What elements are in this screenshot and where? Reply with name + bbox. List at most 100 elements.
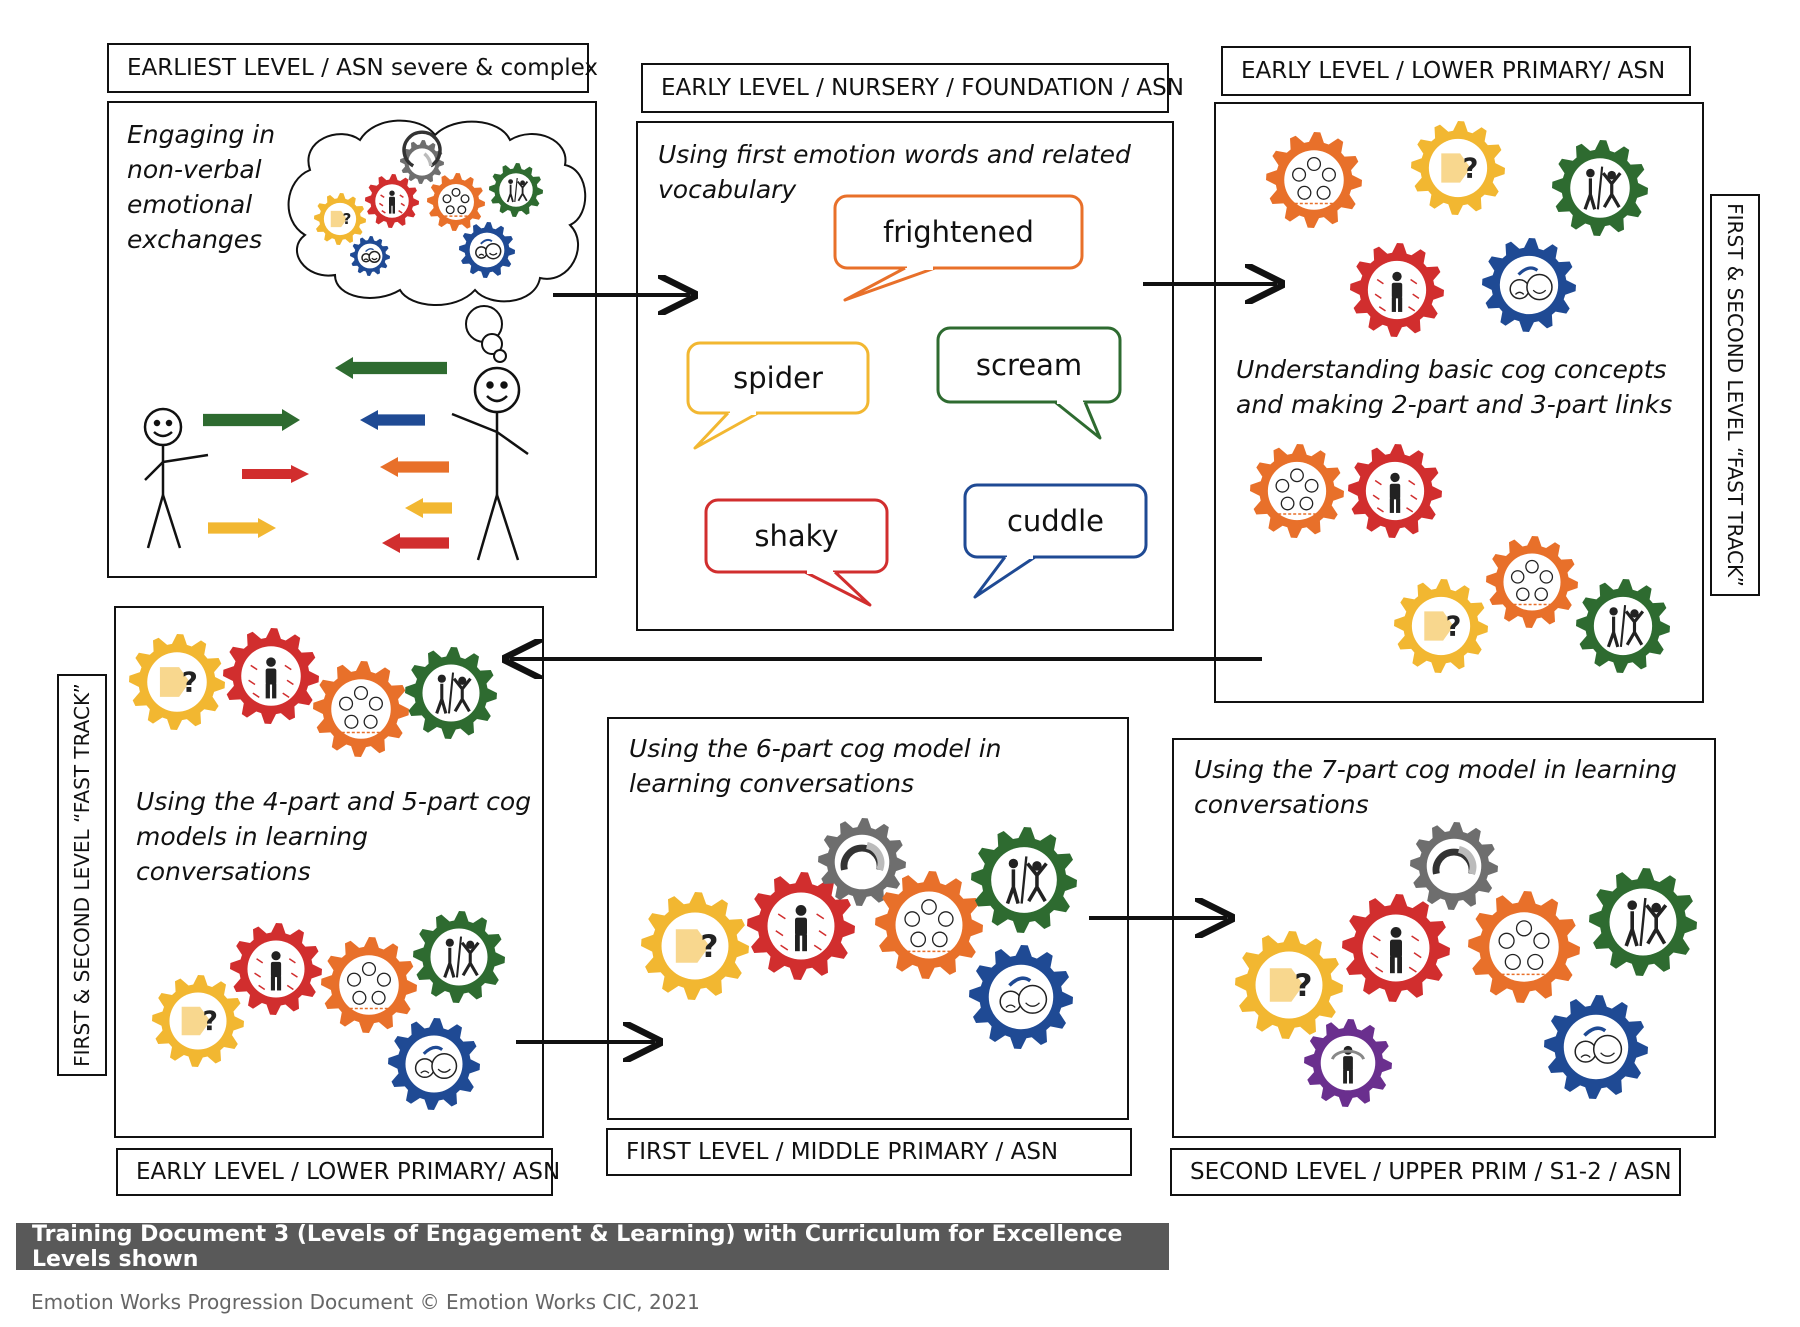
feelings-icon (427, 173, 485, 231)
desc-line: and making 2-part and 3-part links (1236, 390, 1673, 419)
desc-line: conversations (136, 857, 311, 886)
desc-line: vocabulary (658, 175, 797, 204)
exchange-arrows (203, 357, 452, 553)
bubble-word: frightened (883, 215, 1034, 249)
desc-line: learning conversations (629, 769, 914, 798)
think-icon: ? (129, 634, 225, 730)
stick-figure-large (451, 366, 529, 561)
behaviour-icon (405, 647, 497, 739)
speech-bubble-frightened: frightened (833, 194, 1084, 302)
question-glyph: ? (343, 210, 352, 228)
think-icon: ? (314, 193, 366, 245)
bubble-word: scream (976, 348, 1082, 382)
regulation-icon (350, 236, 390, 276)
desc-line: Using the 7-part cog model in learning (1194, 755, 1677, 784)
body-icon (1350, 243, 1444, 337)
behaviour-icon (413, 911, 505, 1003)
speech-bubble-shaky: shaky (704, 498, 889, 607)
level-label-early-lower-primary-2: EARLY LEVEL / LOWER PRIMARY/ ASN (116, 1148, 560, 1196)
exchange-arrow (380, 457, 449, 477)
desc-line: emotional (127, 190, 253, 219)
question-glyph: ? (1463, 153, 1479, 184)
body-icon (365, 174, 419, 228)
body-turn-icon (1304, 1019, 1392, 1107)
question-glyph: ? (1446, 611, 1462, 642)
exchange-arrow (203, 409, 300, 431)
speech-bubble-cuddle: cuddle (963, 483, 1148, 599)
feelings-icon (1250, 444, 1344, 538)
regulation-icon (969, 945, 1073, 1049)
think-icon: ? (1411, 121, 1505, 215)
speech-bubble-scream: scream (936, 326, 1122, 440)
desc-line: Understanding basic cog concepts (1236, 355, 1667, 384)
behaviour-icon (1589, 868, 1697, 976)
panel-early-nursery-description: Using first emotion words and related vo… (658, 137, 1131, 207)
question-glyph: ? (203, 1006, 218, 1037)
think-icon: ? (641, 892, 749, 1000)
panel-six-part-description: Using the 6-part cog model in learning c… (629, 731, 1002, 801)
think-icon: ? (1394, 579, 1488, 673)
speech-bubbles: frightened spider scream shaky cuddle (686, 194, 1148, 607)
think-icon: ? (152, 975, 244, 1067)
exchange-arrow (208, 518, 276, 538)
regulation-icon (1544, 995, 1648, 1099)
feelings-icon (321, 937, 417, 1033)
speech-bubble-spider: spider (686, 341, 870, 450)
intensity-icon (400, 130, 444, 184)
feelings-icon (875, 871, 983, 979)
exchange-arrow (360, 410, 425, 430)
behaviour-icon (971, 827, 1077, 933)
question-glyph: ? (182, 666, 198, 699)
panel-early-lower-primary-description: Understanding basic cog concepts and mak… (1236, 352, 1672, 422)
desc-line: conversations (1194, 790, 1369, 819)
intensity-icon (1410, 822, 1498, 910)
desc-line: Engaging in (127, 120, 276, 149)
desc-line: exchanges (127, 225, 263, 254)
desc-line: models in learning (136, 822, 368, 851)
feelings-icon (1468, 891, 1580, 1003)
behaviour-icon (489, 163, 543, 217)
panel-seven-part-description: Using the 7-part cog model in learning c… (1194, 752, 1677, 822)
regulation-icon (459, 222, 515, 278)
feelings-icon (1486, 536, 1578, 628)
bubble-word: shaky (754, 519, 838, 553)
desc-line: Using the 4-part and 5-part cog (136, 787, 532, 816)
desc-line: non-verbal (127, 155, 262, 184)
intensity-icon (818, 818, 906, 906)
bubble-word: cuddle (1007, 504, 1104, 538)
level-label-earliest: EARLIEST LEVEL / ASN severe & complex (107, 43, 598, 93)
cog-groups: ??????? (129, 121, 1697, 1110)
panel-earliest-description: Engaging in non-verbal emotional exchang… (127, 117, 275, 257)
body-icon (747, 872, 855, 980)
feelings-icon (1266, 132, 1362, 228)
body-icon (230, 923, 322, 1015)
regulation-icon (388, 1018, 480, 1110)
fast-track-label-right: FIRST & SECOND LEVEL “FAST TRACK” (1710, 194, 1760, 596)
exchange-arrow (382, 533, 449, 553)
level-label-early-nursery: EARLY LEVEL / NURSERY / FOUNDATION / ASN (641, 63, 1184, 113)
bubble-word: spider (733, 361, 823, 395)
exchange-arrow (405, 498, 452, 518)
behaviour-icon (1576, 579, 1670, 673)
level-label-early-lower-primary: EARLY LEVEL / LOWER PRIMARY/ ASN (1221, 46, 1691, 96)
desc-line: Using the 6-part cog model in (629, 734, 1002, 763)
exchange-arrow (242, 465, 309, 483)
body-icon (1348, 444, 1442, 538)
question-glyph: ? (1294, 968, 1312, 1004)
desc-line: Using first emotion words and related (658, 140, 1131, 169)
regulation-icon (1482, 238, 1576, 332)
feelings-icon (313, 661, 409, 757)
think-icon: ? (1235, 931, 1343, 1039)
body-icon (223, 628, 319, 724)
stick-figure-small (143, 407, 209, 549)
behaviour-icon (1552, 140, 1648, 236)
level-label-second-level: SECOND LEVEL / UPPER PRIM / S1-2 / ASN (1170, 1148, 1681, 1196)
copyright-footer: Emotion Works Progression Document © Emo… (31, 1290, 700, 1314)
fast-track-label-left: FIRST & SECOND LEVEL “FAST TRACK” (57, 674, 107, 1076)
question-glyph: ? (700, 929, 718, 965)
panel-four-five-part-description: Using the 4-part and 5-part cog models i… (136, 784, 531, 889)
document-banner: Training Document 3 (Levels of Engagemen… (16, 1222, 1169, 1272)
body-icon (1342, 894, 1450, 1002)
exchange-arrow (335, 357, 447, 379)
